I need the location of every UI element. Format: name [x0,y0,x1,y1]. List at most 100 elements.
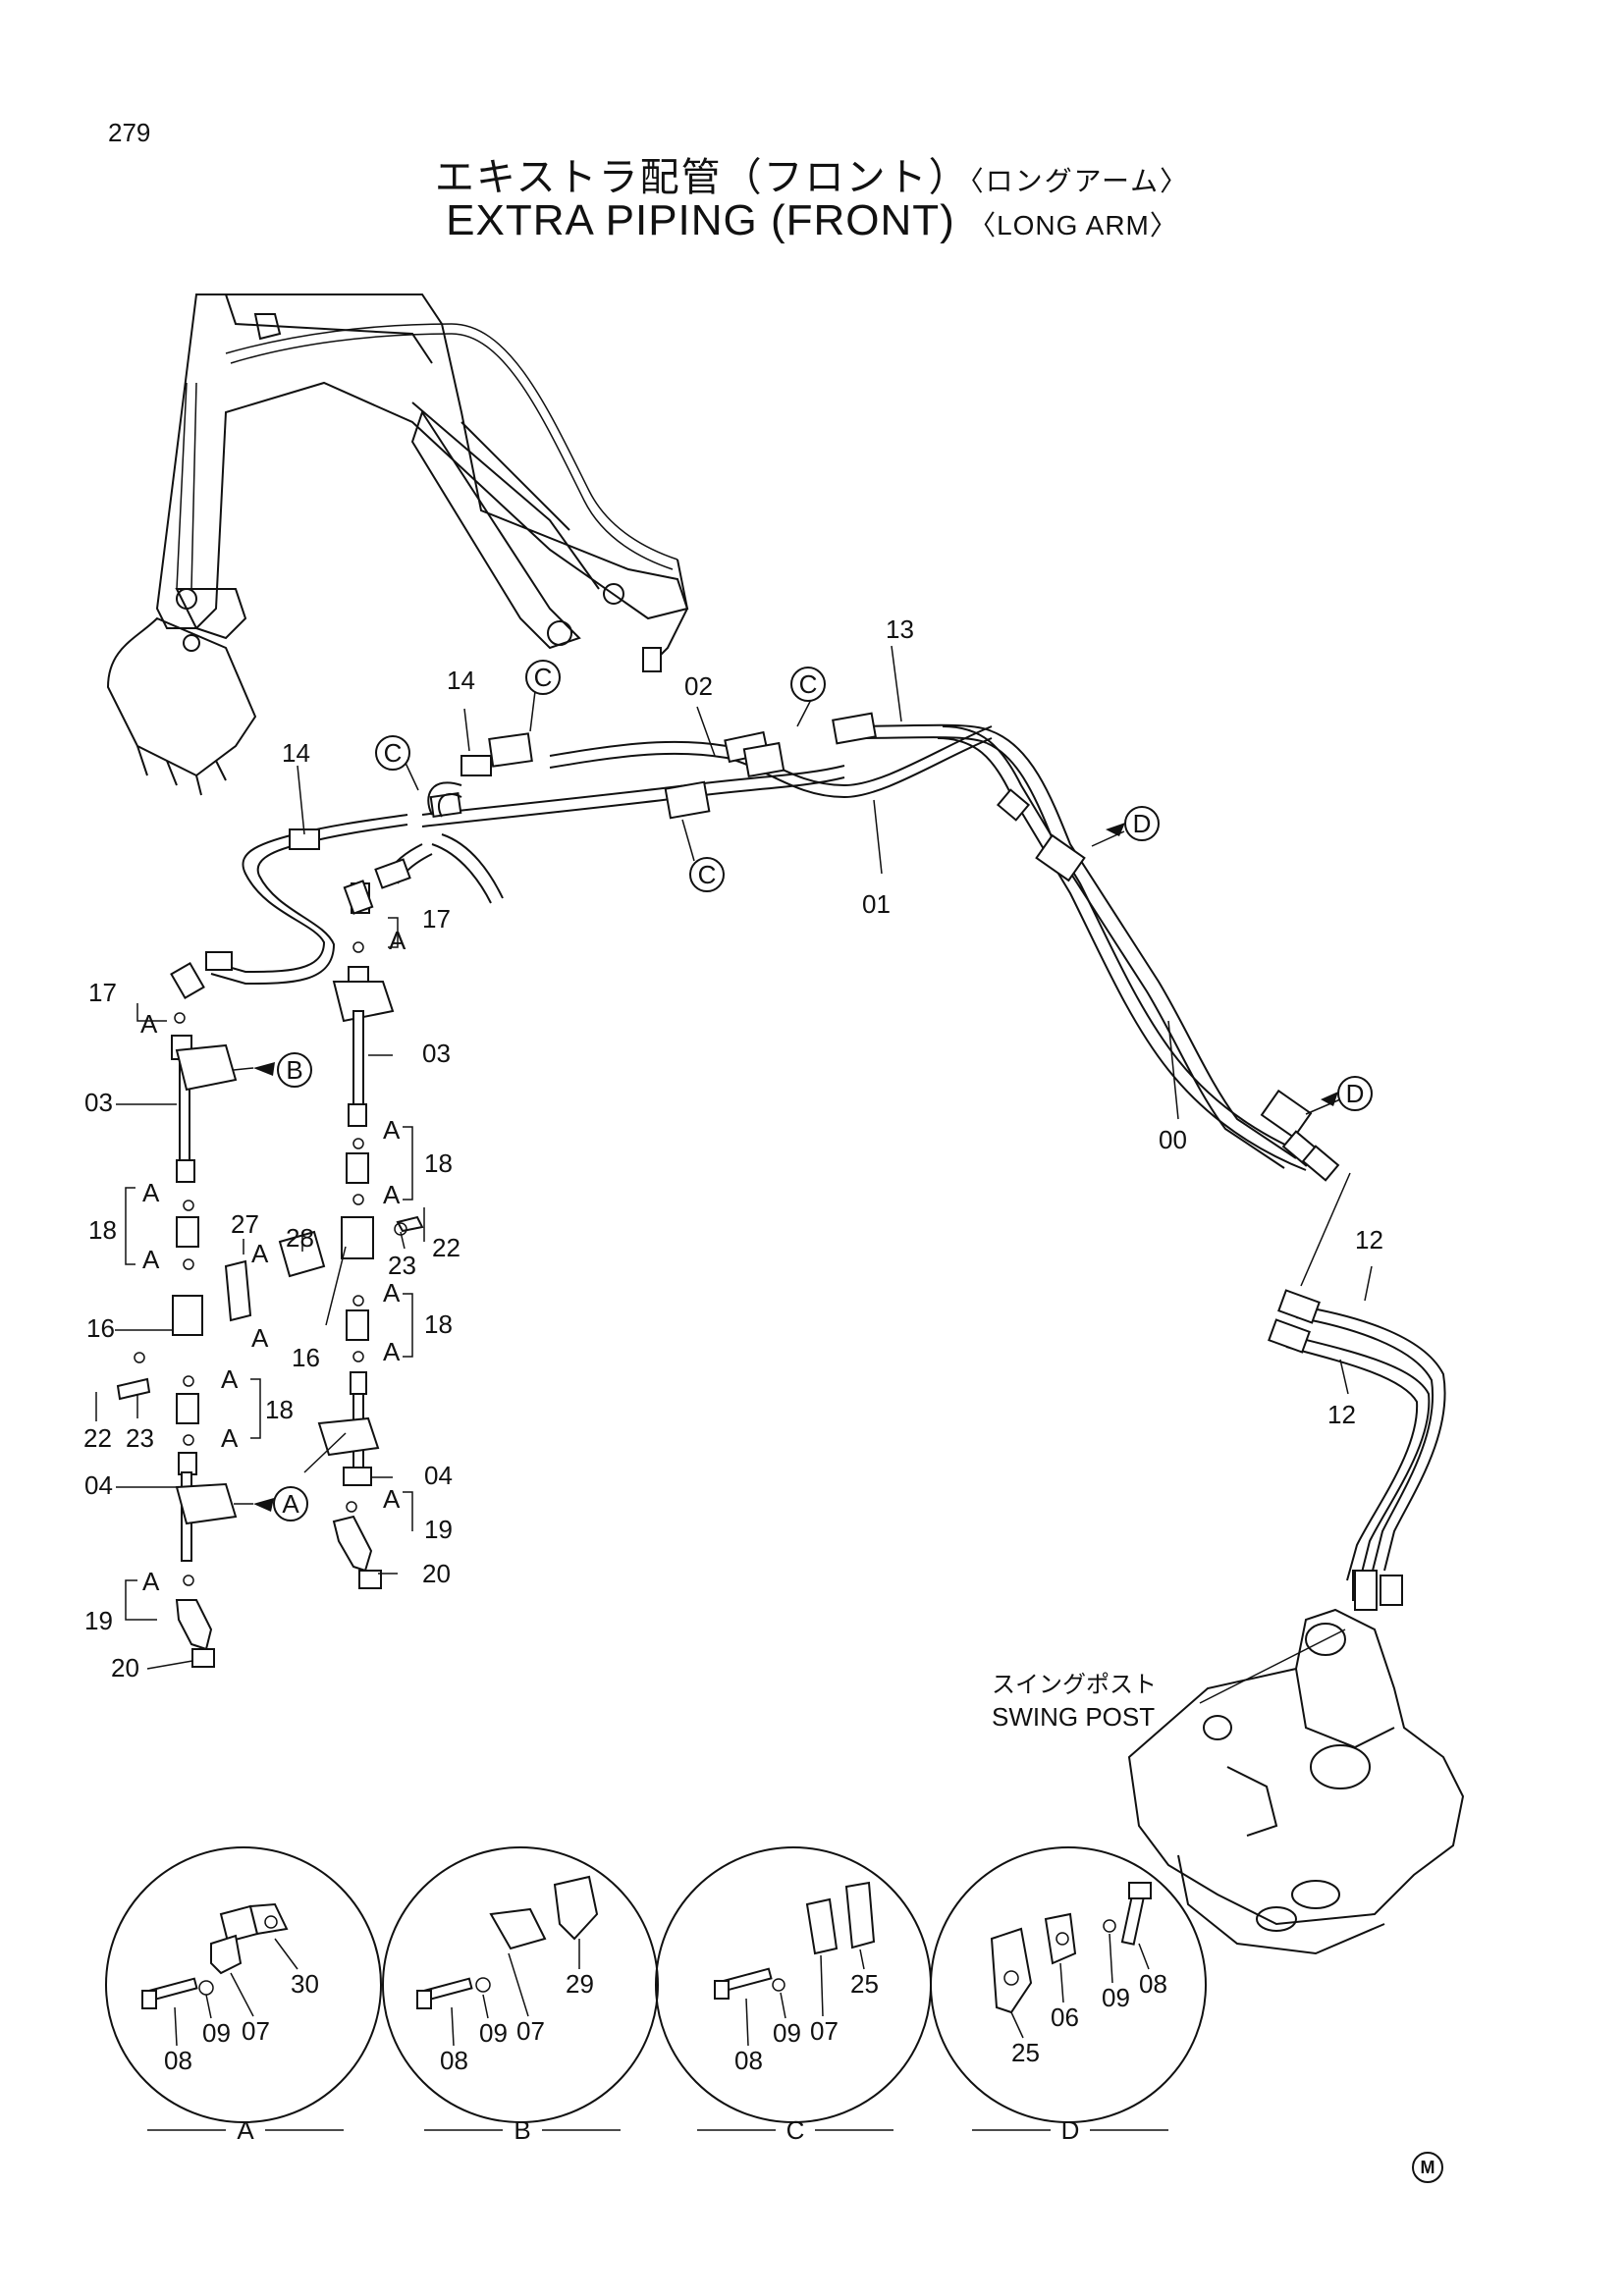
part-number-labels: 13 14 14 02 01 00 12 12 17 17 03 03 18 1… [83,614,1383,1682]
a-mark: A [383,1180,401,1209]
page-number: 279 [108,118,151,147]
part-label-03: 03 [422,1039,451,1068]
a-mark: A [251,1239,269,1268]
callout-c-1-label: C [534,663,553,692]
detail-b-label: B [514,2115,530,2145]
title-en-main: EXTRA PIPING (FRONT) [446,196,955,244]
callout-markers: C C C C D D B A [253,660,1373,1522]
part-label-04: 04 [84,1470,113,1500]
part-label-02: 02 [684,671,713,701]
callout-a-1-label: A [282,1489,299,1519]
detail-d-part-2: 06 [1051,2002,1079,2032]
title-en-sub: 〈LONG ARM〉 [968,210,1178,240]
title-english: EXTRA PIPING (FRONT) 〈LONG ARM〉 [0,196,1624,245]
callout-c-3 [790,667,826,702]
detail-a-label: A [237,2115,254,2145]
part-label-17: 17 [422,904,451,934]
part-label-12: 12 [1355,1225,1383,1255]
detail-b-part-1: 08 [440,2046,468,2075]
detail-views: 08 09 07 30 A 08 09 07 29 [105,1846,1207,2145]
part-label-16: 16 [292,1343,320,1372]
callout-c-4-label: C [698,860,717,889]
swing-post-illustration [1127,1570,1465,1955]
a-mark: A [383,1484,401,1514]
part-label-18: 18 [424,1148,453,1178]
title-japanese: エキストラ配管（フロント）〈ロングアーム〉 [0,145,1624,202]
callout-c-1 [525,660,561,695]
part-label-18: 18 [424,1309,453,1339]
part-label-00: 00 [1159,1125,1187,1154]
title-jp-sub: 〈ロングアーム〉 [969,165,1190,197]
swing-post-label-en: SWING POST [992,1702,1155,1732]
a-mark: A [142,1245,160,1274]
part-label-18: 18 [88,1215,117,1245]
detail-b-part-2: 09 [479,2018,508,2048]
a-mark: A [140,1009,158,1039]
callout-d-1-label: D [1133,809,1152,838]
excavator-front-illustration [106,294,689,796]
part-label-18: 18 [265,1395,294,1424]
part-label-17: 17 [88,978,117,1007]
detail-c-part-4: 25 [850,1969,879,1999]
part-label-14: 14 [447,666,475,695]
detail-c-part-1: 08 [734,2046,763,2075]
detail-b-part-4: 29 [566,1969,594,1999]
callout-a-1 [273,1486,308,1522]
callout-b-1 [277,1052,312,1088]
a-mark: A [221,1364,239,1394]
leader-lines [95,645,1373,1704]
detail-a-part-2: 09 [202,2018,231,2048]
detail-view-a: 08 09 07 30 A [105,1846,382,2145]
a-mark: A [251,1323,269,1353]
part-label-28: 28 [286,1223,314,1253]
detail-d-part-3: 09 [1102,1983,1130,2012]
a-mark: A [383,1337,401,1366]
part-label-20: 20 [422,1559,451,1588]
part-label-23: 23 [126,1423,154,1453]
part-label-04: 04 [424,1461,453,1490]
a-mark: A [389,926,406,955]
detail-view-b: 08 09 07 29 B [382,1846,659,2145]
part-label-13: 13 [886,614,914,644]
part-label-12: 12 [1327,1400,1356,1429]
detail-a-part-3: 07 [242,2016,270,2046]
part-label-19: 19 [84,1606,113,1635]
part-label-22: 22 [83,1423,112,1453]
detail-d-part-1: 25 [1011,2038,1040,2067]
part-label-01: 01 [862,889,891,919]
detail-c-part-3: 07 [810,2016,839,2046]
a-mark: A [142,1178,160,1207]
right-column-parts [278,880,424,1589]
part-label-19: 19 [424,1515,453,1544]
detail-c-part-2: 09 [773,2018,801,2048]
swing-post-label-jp: スイングポスト [992,1671,1157,1698]
part-label-23: 23 [388,1251,416,1280]
callout-c-3-label: C [799,669,818,699]
bracket-lines [125,917,413,1621]
corner-mark: M [1412,2152,1443,2183]
part-label-03: 03 [84,1088,113,1117]
part-label-16: 16 [86,1313,115,1343]
detail-d-label: D [1061,2115,1080,2145]
detail-d-part-4: 08 [1139,1969,1167,1999]
detail-view-c: 08 09 07 25 C [655,1846,932,2145]
left-column-parts [116,962,252,1668]
detail-c-label: C [786,2115,805,2145]
callout-d-2 [1337,1076,1373,1111]
a-mark: A [221,1423,239,1453]
part-label-20: 20 [111,1653,139,1682]
pipe-assembly-12 [1268,1289,1446,1606]
callout-d-2-label: D [1346,1079,1365,1108]
callout-c-2 [375,735,410,771]
part-label-14: 14 [282,738,310,768]
a-mark: A [142,1567,160,1596]
detail-b-part-3: 07 [516,2016,545,2046]
a-mark: A [383,1278,401,1308]
detail-a-part-4: 30 [291,1969,319,1999]
part-label-27: 27 [231,1209,259,1239]
title-jp-main: エキストラ配管（フロント） [434,155,970,200]
part-label-22: 22 [432,1233,460,1262]
detail-a-part-1: 08 [164,2046,192,2075]
a-mark: A [383,1115,401,1145]
